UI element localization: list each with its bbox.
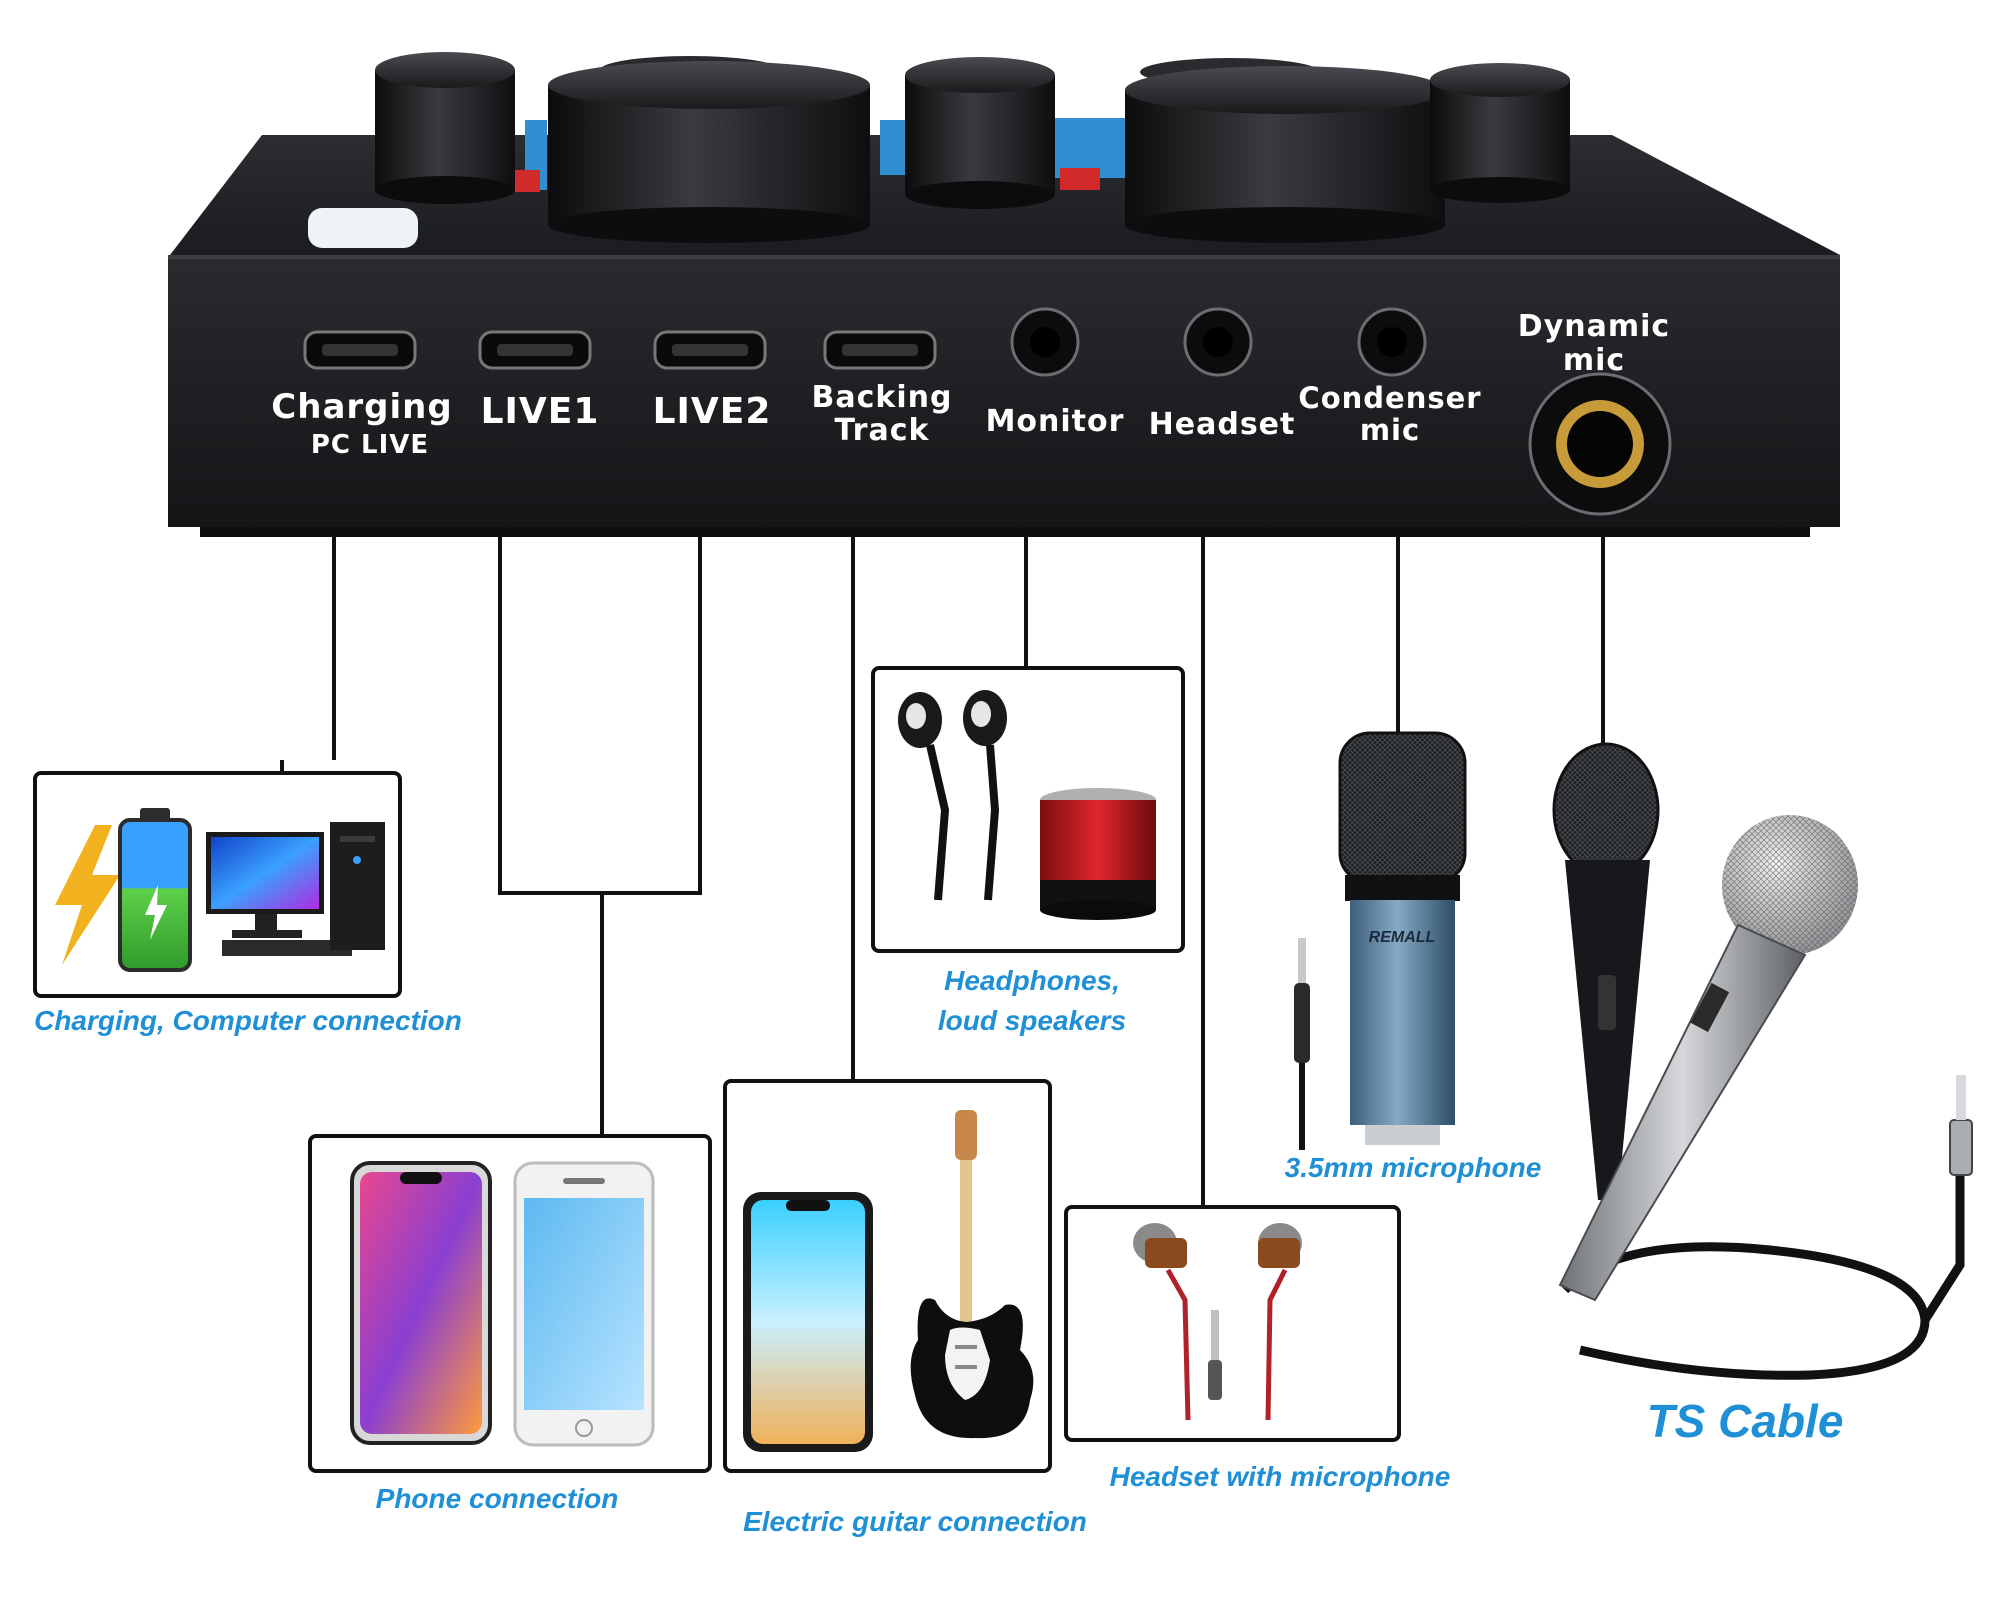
dynamic-microphone-silver-icon: [1558, 815, 1858, 1302]
caption-headset: Headset with microphone: [1110, 1461, 1451, 1492]
port-label-headset: Headset: [1149, 407, 1296, 442]
speaker-icon: [1040, 788, 1156, 920]
port-monitor-jack: [1010, 307, 1080, 377]
knob-small-3: [1430, 63, 1570, 203]
caption-mic35: 3.5mm microphone: [1285, 1152, 1542, 1183]
dynamic-microphone-black-icon: [1552, 742, 1660, 1200]
port-dynamic-jack: [1528, 372, 1672, 516]
power-button: [308, 208, 418, 248]
battery-icon: [118, 808, 192, 972]
port-sublabel-condenser: mic: [1360, 413, 1420, 447]
box-guitar: [723, 1079, 1052, 1473]
port-headset-jack: [1183, 307, 1253, 377]
knob-small-2: [905, 57, 1055, 209]
wire-live-bracket: [498, 535, 702, 895]
caption-phone: Phone connection: [376, 1483, 619, 1514]
port-condenser-jack: [1357, 307, 1427, 377]
caption-guitar: Electric guitar connection: [743, 1506, 1087, 1537]
accent-red-2: [1060, 168, 1100, 190]
smartphone-icon: [743, 1192, 873, 1452]
ts-cable-icon: [1561, 1075, 1973, 1380]
lightning-icon: [55, 825, 120, 965]
knob-large-2: [1125, 58, 1445, 243]
connection-lines: [280, 535, 1605, 1205]
port-charging-usb: [303, 330, 417, 370]
in-ear-headset-icon: [1133, 1223, 1302, 1421]
port-backing-usb: [823, 330, 937, 370]
sound-card-device: Charging PC LIVE LIVE1 LIVE2 Backing Tra…: [168, 52, 1840, 537]
port-sublabel-dynamic: mic: [1563, 343, 1625, 378]
port-label-monitor: Monitor: [986, 404, 1125, 439]
port-live1-usb: [478, 330, 592, 370]
smartphone-icon: [350, 1161, 492, 1445]
caption-headphones-2: loud speakers: [938, 1005, 1126, 1036]
port-label-dynamic: Dynamic: [1518, 309, 1670, 344]
knob-small-1: [375, 52, 515, 204]
box-headset: [1064, 1205, 1401, 1442]
port-label-backing: Backing: [812, 380, 953, 415]
port-sublabel-charging: PC LIVE: [311, 430, 429, 460]
smartphone-icon: [513, 1161, 655, 1447]
caption-ts-cable: TS Cable: [1647, 1395, 1844, 1447]
box-headphones-speakers: [871, 666, 1185, 953]
port-sublabel-backing: Track: [835, 413, 930, 448]
mic-brand-label: REMALL: [1369, 929, 1436, 946]
port-label-live2: LIVE2: [653, 391, 772, 432]
port-label-live1: LIVE1: [481, 391, 600, 432]
box-charging-computer: [33, 771, 402, 998]
caption-charging: Charging, Computer connection: [34, 1005, 462, 1036]
condenser-microphone-icon: REMALL: [1294, 731, 1467, 1150]
caption-headphones-1: Headphones,: [944, 965, 1120, 996]
box-phone: [308, 1134, 712, 1473]
earphones-icon: [898, 690, 1007, 901]
port-label-charging: Charging: [271, 387, 452, 427]
port-live2-usb: [653, 330, 767, 370]
port-label-condenser: Condenser: [1298, 381, 1481, 415]
knob-large-1: [548, 56, 870, 243]
desktop-computer-icon: [206, 822, 385, 956]
electric-guitar-icon: [910, 1110, 1034, 1439]
